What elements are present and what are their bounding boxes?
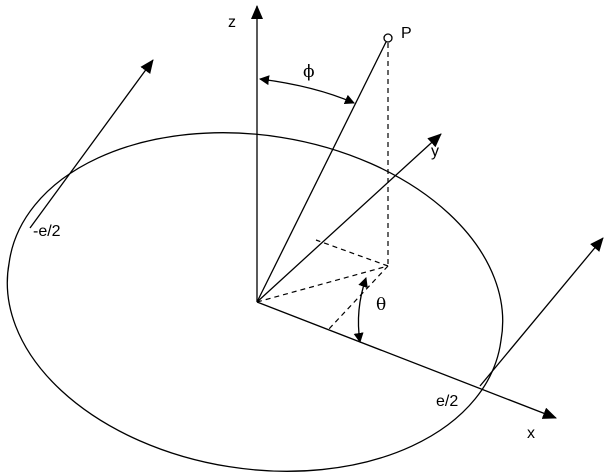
phi-label: ϕ — [303, 62, 315, 82]
theta-arc — [353, 277, 368, 343]
e-half-label: e/2 — [436, 393, 458, 410]
projection-to-x — [327, 265, 389, 331]
neg-e-half-label: -e/2 — [33, 223, 61, 240]
radius-to-p — [256, 41, 387, 303]
p-label: P — [401, 25, 412, 42]
x-label: x — [527, 425, 535, 442]
ellipse-orbit — [6, 132, 504, 472]
left-normal-arrow — [29, 59, 154, 229]
x-axis — [256, 301, 557, 419]
y-label: y — [431, 143, 439, 160]
theta-label: θ — [376, 295, 386, 315]
projection-to-y — [315, 239, 389, 267]
point-p — [383, 33, 393, 43]
phi-arc — [259, 75, 355, 104]
right-normal-arrow — [479, 237, 604, 387]
projection-radius — [256, 265, 389, 303]
y-axis — [256, 133, 442, 303]
z-label: z — [228, 14, 236, 31]
